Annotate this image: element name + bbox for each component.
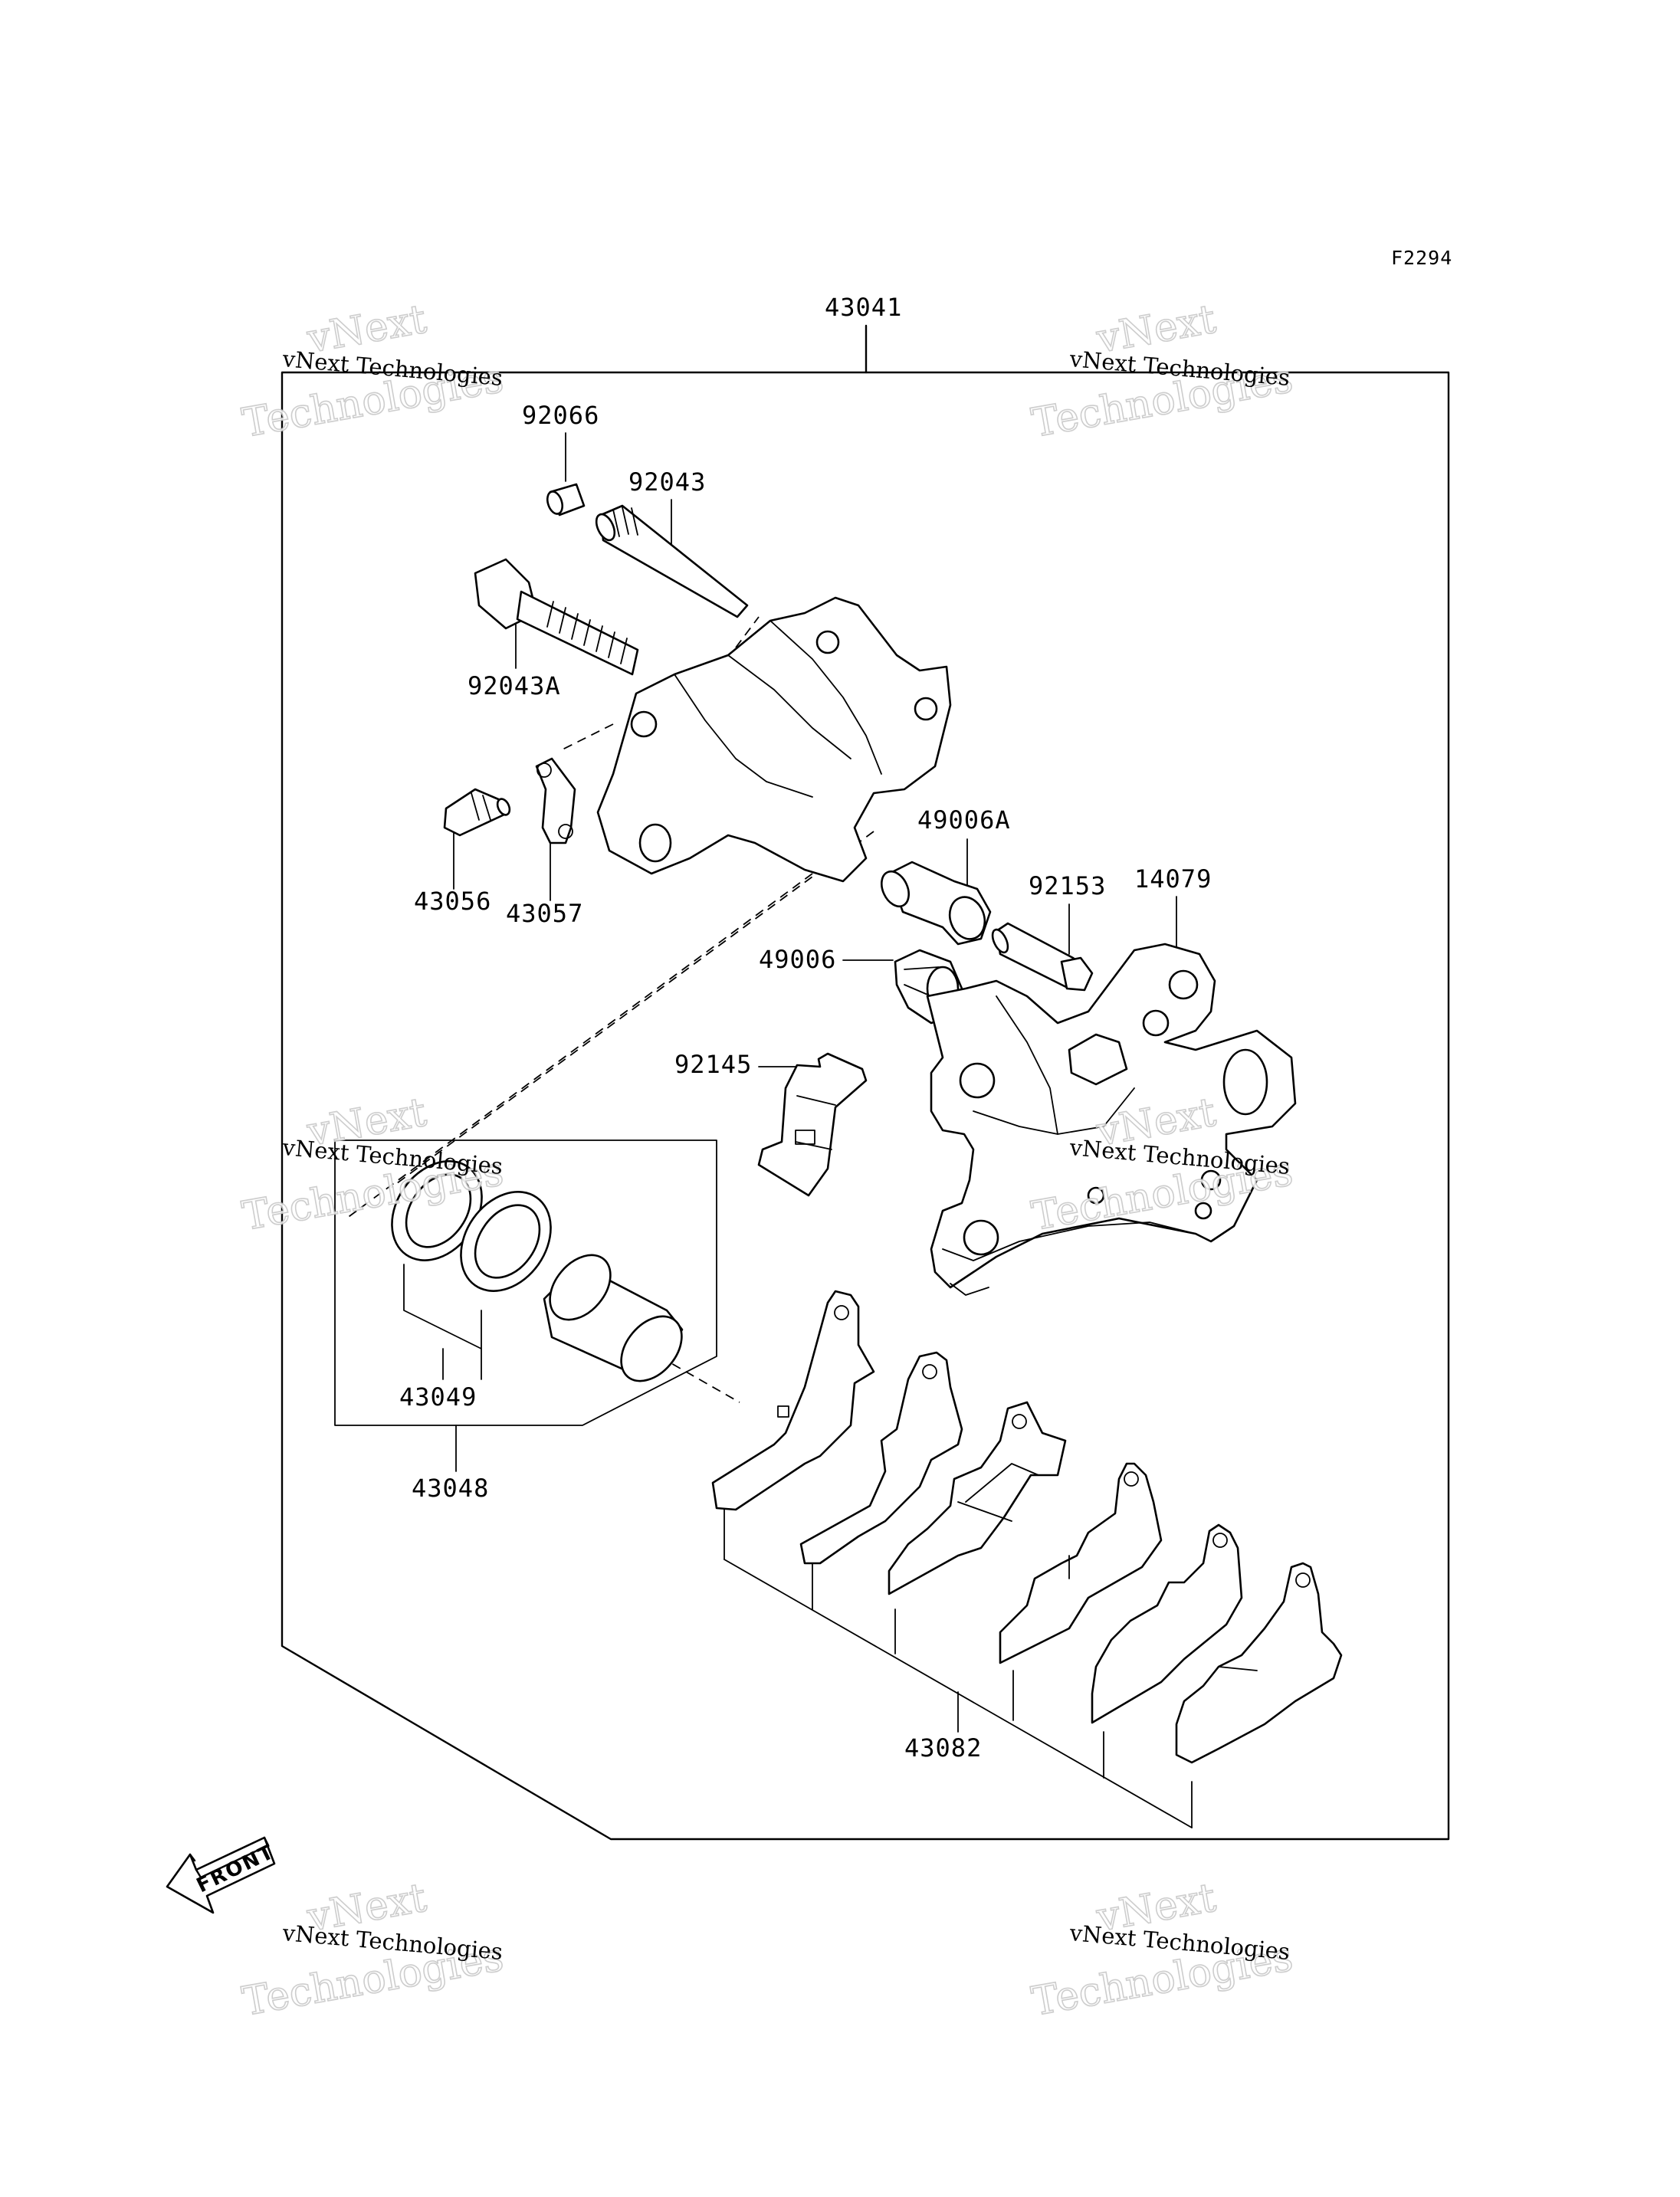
bleeder-valve-43056	[443, 788, 511, 837]
part-label-14079: 14079	[1134, 864, 1212, 894]
rubber-cap-92066	[546, 483, 586, 516]
part-label-92153: 92153	[1029, 871, 1106, 900]
front-direction-arrow: FRONT	[166, 1836, 278, 1914]
part-label-43049: 43049	[399, 1382, 477, 1412]
part-label-49006a: 49006A	[917, 805, 1011, 835]
link-43057	[535, 757, 576, 844]
piston-seals-43049	[391, 1160, 552, 1292]
exploded-guide-lines	[346, 616, 874, 1403]
part-label-92043a: 92043A	[468, 671, 561, 700]
part-label-92066: 92066	[522, 401, 599, 430]
brake-pads-43082	[711, 1290, 1343, 1764]
part-label-92145: 92145	[674, 1050, 752, 1079]
part-label-43056: 43056	[414, 887, 491, 916]
assembly-frame	[281, 324, 1450, 1841]
watermark-top-right: vNext Technologies vNext Technologies	[1028, 296, 1297, 448]
figure-code: F2294	[1391, 247, 1452, 269]
pin-92043	[595, 504, 749, 618]
part-label-43057: 43057	[506, 899, 583, 928]
bolt-92043a	[474, 558, 639, 676]
caliper-holder	[596, 596, 952, 883]
part-label-49006: 49006	[759, 945, 836, 974]
part-label-43048: 43048	[412, 1474, 489, 1503]
watermark-bottom-right: vNext Technologies vNext Technologies	[1028, 1874, 1297, 2026]
piston	[543, 1254, 684, 1382]
caliper-body-14079	[926, 943, 1297, 1296]
pin-92153	[991, 922, 1094, 992]
leader-lines	[334, 432, 1193, 1828]
watermark-top-left: vNext Technologies vNext Technologies	[238, 296, 507, 448]
part-label-43082: 43082	[904, 1733, 982, 1763]
pad-spring-92145	[757, 1052, 868, 1197]
part-label-92043: 92043	[628, 467, 706, 497]
assembly-label-43041: 43041	[825, 293, 902, 322]
watermark-bottom-left: vNext Technologies vNext Technologies	[238, 1874, 507, 2026]
boot-49006a	[881, 861, 992, 946]
